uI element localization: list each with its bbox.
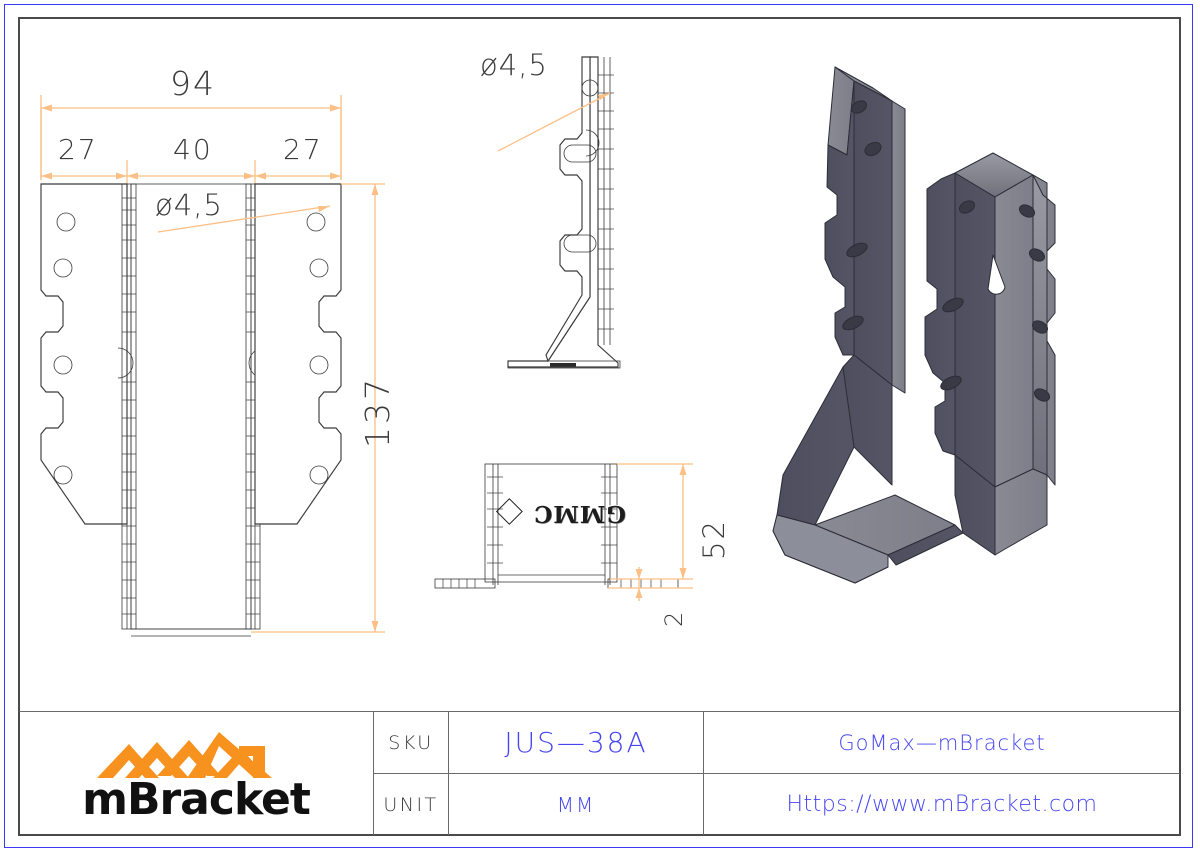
- dim-label-seat-52: 52: [697, 519, 731, 560]
- sku-value-cell: JUS—38A: [449, 712, 703, 774]
- unit-label: UNIT: [383, 793, 439, 816]
- side-base-foot: [507, 360, 621, 369]
- sku-label: SKU: [388, 731, 434, 754]
- website-url-cell[interactable]: Https://www.mBracket.com: [704, 774, 1180, 835]
- front-seat-web: [130, 183, 252, 637]
- brand-name: GoMax—mBracket: [838, 730, 1046, 755]
- dim-seat-height-geom: [608, 463, 693, 601]
- title-block-info-column: GoMax—mBracket Https://www.mBracket.com: [704, 712, 1180, 835]
- brand-name-cell: GoMax—mBracket: [704, 712, 1180, 774]
- sku-label-cell: SKU: [374, 712, 448, 774]
- unit-label-cell: UNIT: [374, 774, 448, 835]
- dim-label-hole-side: ø4,5: [480, 48, 548, 82]
- website-url[interactable]: Https://www.mBracket.com: [786, 792, 1098, 817]
- side-thickness-band: [598, 57, 614, 345]
- dim-label-height-137: 137: [358, 376, 397, 448]
- front-right-flange: [254, 183, 342, 525]
- dim-label-width-94: 94: [170, 64, 216, 103]
- sheet-outer-border: [4, 4, 1193, 848]
- sheet-inner-frame: [18, 17, 1181, 836]
- side-profile-view: [497, 56, 621, 369]
- roof-logo-icon: [96, 731, 272, 778]
- emboss-mark: GMMC: [496, 498, 626, 527]
- dim-width-chain: [40, 108, 342, 188]
- emboss-text: GMMC: [533, 500, 626, 527]
- bottom-feet: [434, 578, 679, 589]
- dim-label-hole-front: ø4,5: [155, 188, 223, 222]
- emboss-diamond-icon: [496, 498, 523, 526]
- sku-value: JUS—38A: [504, 726, 648, 759]
- dia-leader-front: [157, 205, 331, 233]
- title-block-value-column: JUS—38A MM: [449, 712, 704, 835]
- bottom-view: [434, 463, 693, 601]
- unit-value: MM: [556, 792, 596, 817]
- title-block-label-column: SKU UNIT: [374, 712, 449, 835]
- title-block: mBracket SKU UNIT JUS—38A MM GoMax—mBrac…: [19, 711, 1180, 835]
- front-view: [40, 95, 385, 637]
- brand-logo-text: mBracket: [82, 773, 311, 825]
- dim-label-seat-40: 40: [173, 133, 213, 166]
- dim-label-right-27: 27: [283, 133, 323, 166]
- front-left-flange: [40, 183, 128, 525]
- isometric-3d-view: [772, 66, 1056, 584]
- dim-label-left-27: 27: [58, 133, 98, 166]
- brand-logo: mBracket: [19, 712, 374, 835]
- dia-leader-side: [497, 92, 611, 152]
- dim-overall-height: [251, 183, 385, 633]
- dim-label-thickness-2: 2: [660, 609, 688, 627]
- unit-value-cell: MM: [449, 774, 703, 835]
